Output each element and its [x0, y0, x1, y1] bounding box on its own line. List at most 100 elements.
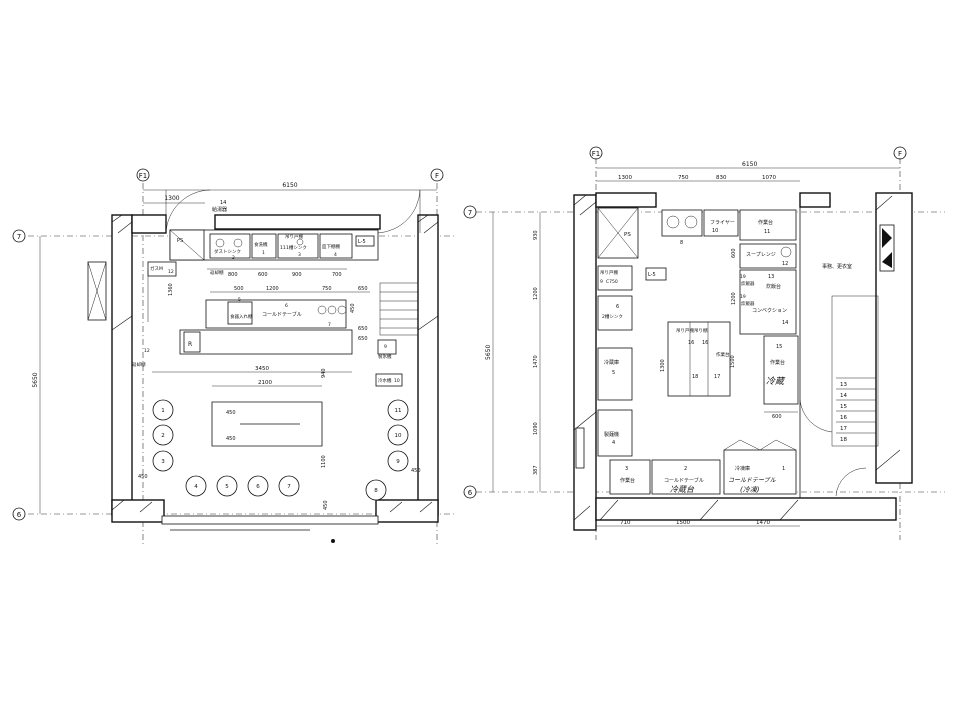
dim-800: 800: [228, 272, 238, 278]
shelf-9-label: 吊り戸棚: [600, 269, 618, 276]
dust-sink: [209, 233, 251, 259]
convection-label: コンベクション: [752, 308, 787, 314]
worktable-17: 17: [714, 374, 720, 380]
noodle-machine-no: 4: [612, 440, 615, 446]
label-12b: 12: [144, 348, 150, 354]
dim-2100: 2100: [258, 380, 272, 386]
right-dim-600b: 600: [772, 414, 782, 420]
small-shelf: [575, 427, 585, 469]
right-stair: [831, 295, 879, 447]
stove-no: 8: [680, 240, 683, 246]
water-heater-label: 給湯器: [212, 206, 227, 213]
dim-1200: 1200: [266, 286, 279, 292]
dim-1300: 1300: [164, 195, 179, 202]
left-floor-plan: F1 F 7 6 6150 1300 5 650: [12, 168, 455, 545]
cold-table-2-note: 冷蔵台: [670, 485, 695, 494]
dim-1100: 1100: [321, 455, 327, 468]
fridge-no: 5: [612, 370, 615, 376]
single-sink-label: 1槽シンク: [286, 244, 307, 251]
workbench-15-label: 作業台: [770, 359, 785, 366]
grid-bubble-f-right: [893, 146, 907, 160]
label-5: 5: [238, 297, 241, 303]
grid-bubble-6: [12, 507, 26, 521]
worktable-16a: 16: [688, 340, 694, 346]
dish-rack: [227, 301, 253, 325]
right-dim-750: 750: [678, 175, 689, 181]
grid-label-f1: F1: [139, 172, 147, 180]
cold-table-label: コールドテーブル: [262, 311, 302, 318]
grid-label-f: F: [435, 172, 439, 180]
grid-bubble-7-right: [463, 205, 477, 219]
seat-right-11-stool: [387, 399, 409, 421]
dim-450c: 450: [226, 436, 236, 442]
dim-450b: 450: [226, 410, 236, 416]
wall-bottom-left: [111, 499, 165, 523]
dim-1360: 1360: [168, 283, 174, 296]
seat-left-1-label: 1: [161, 408, 165, 414]
dust-sink-label: ダストシンク: [214, 248, 241, 255]
freezer-no: 1: [782, 466, 785, 472]
stair-step-label: 16: [840, 415, 847, 421]
cold-water-no: 10: [394, 378, 400, 384]
grid-label-f1-right: F1: [592, 150, 600, 158]
seat-bottom-4-label: 4: [194, 484, 198, 490]
right-ps-label: PS: [624, 232, 631, 238]
dim-900: 900: [292, 272, 302, 278]
grid-label-7-right: 7: [468, 209, 472, 217]
right-dim-710: 710: [620, 520, 631, 526]
ps-label: PS: [177, 238, 183, 244]
dim-total-width: 6150: [282, 182, 297, 189]
dim-600: 600: [258, 272, 268, 278]
cold-table-2-no: 2: [684, 466, 687, 472]
gas-meter-label: ガスM: [150, 265, 163, 272]
workbench-3-label: 作業台: [620, 477, 635, 484]
stair-step-label: 14: [840, 393, 847, 399]
dim-650: 650: [358, 286, 368, 292]
dim-450a: 450: [350, 303, 356, 313]
freezer-note: コールドテーブル: [728, 476, 777, 484]
rice-13: 13: [768, 274, 774, 280]
grid-bubble-f: [430, 168, 444, 182]
freezer-label: 冷凍庫: [735, 465, 750, 472]
stove: [661, 209, 703, 237]
seat-right-8-label: 8: [374, 488, 378, 494]
dim-700: 700: [332, 272, 342, 278]
grid-bubble-f1: [136, 168, 150, 182]
shelf-9-no: 9: [600, 279, 603, 285]
seat-right-11-label: 11: [395, 408, 402, 414]
fryer-label: フライヤー: [710, 220, 735, 226]
fridge: [597, 347, 633, 401]
workbench-15-no: 15: [776, 344, 782, 350]
dishwasher-label: 食洗機: [254, 241, 268, 248]
seat-bottom-7-label: 7: [287, 484, 291, 490]
right-wall-top-b: [799, 192, 831, 208]
rice-table-label: 炊飯台: [766, 283, 781, 290]
seat-right-8-stool: [365, 479, 387, 501]
handwritten-note: 冷蔵: [766, 376, 786, 387]
fridge-label: 冷蔵庫: [604, 359, 619, 366]
grid-label-f-right: F: [898, 150, 902, 158]
wall-top-mid: [214, 214, 381, 230]
gas-meter: [147, 261, 177, 277]
right-floor-plan: F1 F 7 6 6150 1300 750 830 1070 5650 930…: [463, 146, 945, 540]
grid-bubble-7: [12, 229, 26, 243]
label-11: 11: [280, 245, 286, 251]
dim-650b: 650: [358, 326, 368, 332]
label-6: 6: [285, 303, 288, 309]
plate-shelf-no: 4: [334, 252, 337, 258]
r-label: R: [188, 341, 192, 348]
seat-bottom-5-stool: [216, 475, 238, 497]
right-wall-bottom: [595, 497, 897, 521]
right-dim-1200b: 1200: [731, 292, 737, 305]
rice-19b: 19: [740, 294, 746, 300]
noodle-machine-label: 製麺機: [604, 431, 619, 438]
right-dim-1500: 1500: [676, 520, 690, 526]
ice-machine: [377, 339, 397, 355]
right-wall-left: [573, 194, 597, 531]
right-dim-1470b: 1470: [756, 520, 770, 526]
grid-label-6: 6: [17, 511, 22, 519]
grid-label-6-right: 6: [468, 489, 473, 497]
seat-right-9-label: 9: [396, 459, 400, 465]
seat-bottom-7-stool: [278, 475, 300, 497]
